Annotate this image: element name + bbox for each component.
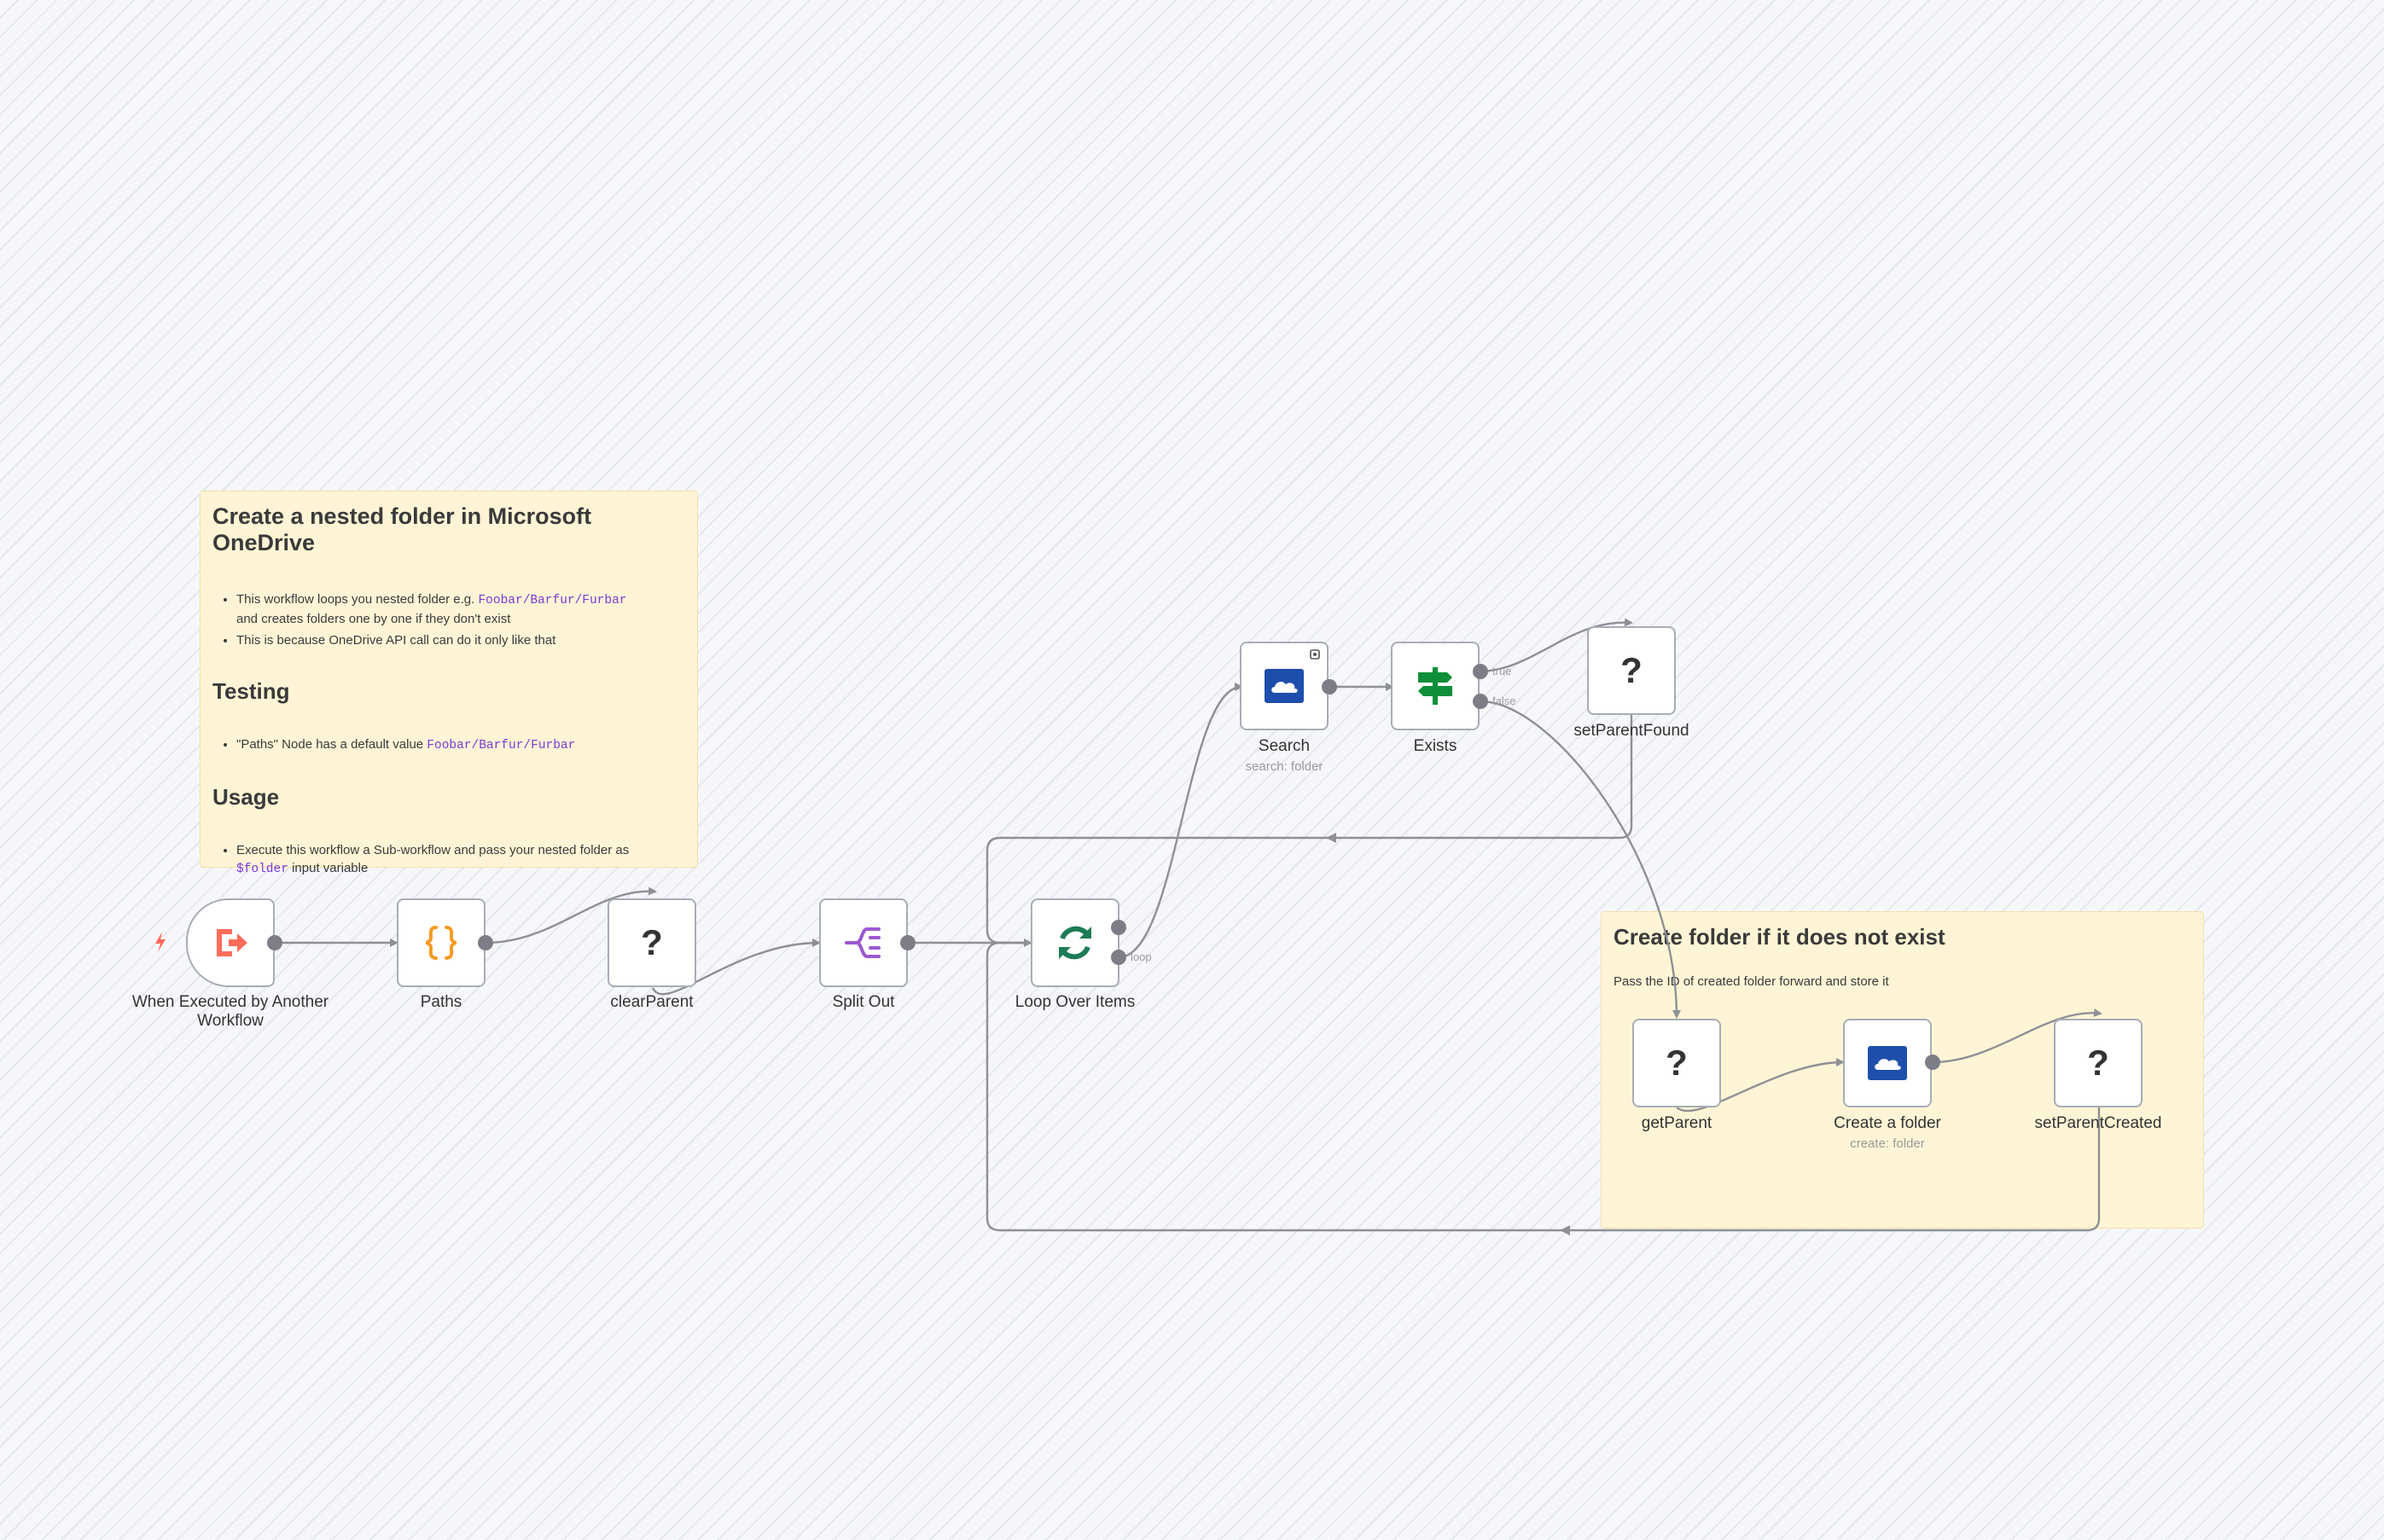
node-paths-label: Paths: [420, 993, 462, 1011]
node-trigger-label: When Executed by Another Workflow: [131, 993, 329, 1030]
sticky-testing-heading: Testing: [212, 678, 290, 704]
signpost-icon: [1418, 667, 1452, 705]
node-loop-over-items[interactable]: [1031, 898, 1119, 987]
node-set-parent-created[interactable]: ?: [2054, 1019, 2143, 1107]
node-exists[interactable]: [1391, 642, 1480, 730]
port-label-true: true: [1492, 665, 1512, 677]
loop-icon: [1059, 926, 1091, 960]
question-icon: ?: [641, 922, 663, 962]
node-paths[interactable]: [397, 898, 486, 987]
wire-direction-arrows: [1326, 833, 1570, 1235]
node-search-sublabel: search: folder: [1245, 759, 1323, 774]
sticky-main-title: Create a nested folder in Microsoft OneD…: [212, 503, 592, 555]
node-create-folder-sublabel: create: folder: [1850, 1136, 1925, 1151]
output-handle[interactable]: [1322, 679, 1337, 694]
question-icon: ?: [2087, 1043, 2109, 1083]
sticky-usage-bullet: Execute this workflow a Sub-workflow and…: [236, 841, 685, 879]
sticky-usage-heading: Usage: [212, 784, 280, 810]
sticky-create-title: Create folder if it does not exist: [1614, 924, 1945, 950]
loop-loop-handle[interactable]: [1111, 950, 1126, 965]
sticky-usage-list: Execute this workflow a Sub-workflow and…: [212, 841, 685, 879]
port-label-false: false: [1492, 694, 1516, 707]
node-split-out-label: Split Out: [832, 993, 895, 1011]
split-icon: [845, 927, 881, 958]
node-create-folder[interactable]: [1843, 1019, 1932, 1107]
sticky-create-text: Pass the ID of created folder forward an…: [1614, 974, 1889, 989]
output-handle[interactable]: [900, 935, 916, 950]
output-handle[interactable]: [1925, 1055, 1940, 1070]
sticky-note-main[interactable]: Create a nested folder in Microsoft OneD…: [200, 491, 698, 876]
onedrive-icon: [1265, 669, 1304, 703]
sticky-main-bullet: This workflow loops you nested folder e.…: [236, 590, 685, 628]
output-handle[interactable]: [478, 935, 493, 950]
sign-out-icon: [217, 929, 247, 956]
node-trigger[interactable]: [186, 898, 275, 987]
sticky-main-bullet: This is because OneDrive API call can do…: [236, 631, 685, 649]
node-set-parent-found[interactable]: ?: [1587, 626, 1676, 715]
node-loop-label: Loop Over Items: [1015, 993, 1136, 1011]
node-set-parent-created-label: setParentCreated: [2034, 1114, 2162, 1132]
node-split-out[interactable]: [819, 898, 908, 987]
node-get-parent[interactable]: ?: [1632, 1019, 1721, 1107]
port-label-loop: loop: [1131, 950, 1152, 963]
braces-icon: [425, 926, 457, 960]
output-handle[interactable]: [267, 935, 282, 950]
trigger-bolt-icon: [155, 932, 166, 952]
node-exists-label: Exists: [1413, 737, 1457, 755]
question-icon: ?: [1620, 650, 1643, 690]
node-get-parent-label: getParent: [1641, 1114, 1712, 1132]
onedrive-icon: [1868, 1046, 1907, 1080]
node-clear-parent[interactable]: ?: [608, 898, 696, 987]
sticky-testing-bullet: "Paths" Node has a default value Foobar/…: [236, 735, 685, 755]
wire-loop-search[interactable]: [1119, 683, 1243, 959]
question-icon: ?: [1666, 1043, 1688, 1083]
sticky-main-list: This workflow loops you nested folder e.…: [212, 590, 685, 649]
expand-icon[interactable]: [1309, 648, 1321, 660]
exists-false-handle[interactable]: [1473, 694, 1488, 709]
node-set-parent-found-label: setParentFound: [1573, 722, 1689, 740]
node-create-folder-label: Create a folder: [1834, 1114, 1941, 1132]
exists-true-handle[interactable]: [1473, 664, 1488, 679]
loop-done-handle[interactable]: [1111, 920, 1126, 935]
node-clear-parent-label: clearParent: [610, 993, 694, 1011]
sticky-testing-list: "Paths" Node has a default value Foobar/…: [212, 735, 685, 755]
